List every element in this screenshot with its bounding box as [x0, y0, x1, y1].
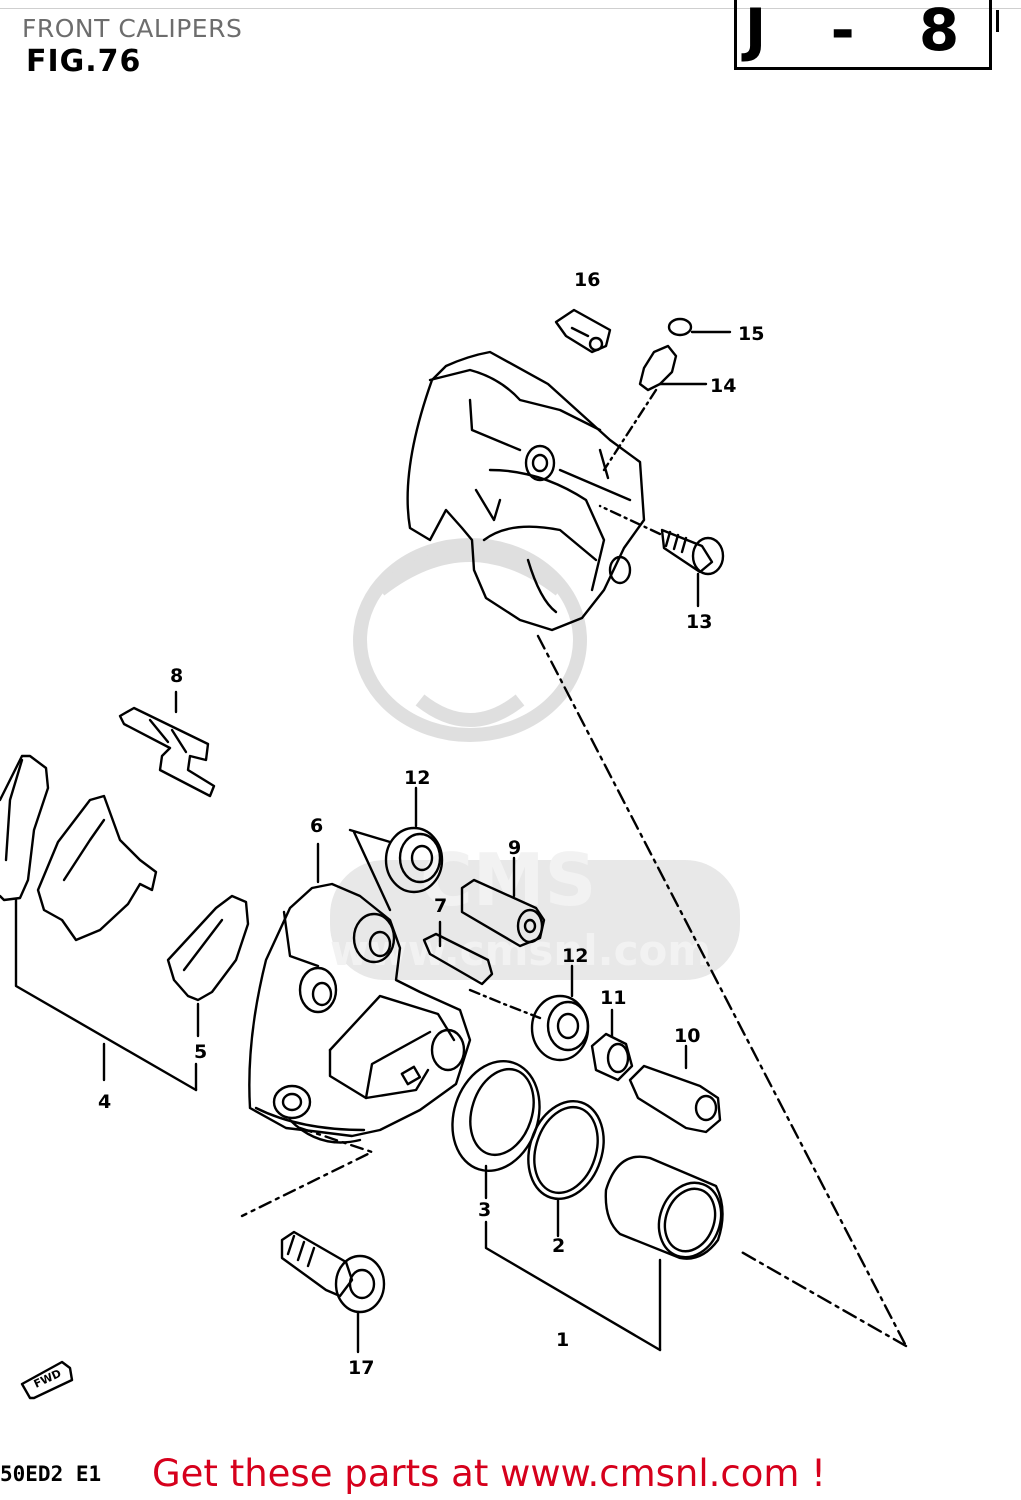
- callout-11: 11: [600, 987, 626, 1009]
- part-10-pin-bolt: [628, 1044, 722, 1134]
- part-7-pin: [422, 920, 494, 986]
- alignment-line-holder: [536, 634, 908, 1348]
- top-rule: [0, 8, 1021, 9]
- part-13-bolt: [598, 504, 725, 608]
- callout-6: 6: [310, 815, 323, 837]
- callout-5: 5: [194, 1041, 207, 1063]
- watermark-text: CMS: [420, 838, 596, 922]
- model-code: 50ED2 E1: [0, 1462, 102, 1486]
- part-12-seal-upper: [348, 786, 444, 912]
- reference-tick: [996, 10, 999, 32]
- part-9-sleeve: [460, 856, 546, 948]
- part-15-cap: [667, 317, 732, 337]
- callout-14: 14: [710, 375, 736, 397]
- part-5-shim: [166, 894, 250, 1038]
- part-11-boot: [590, 1008, 634, 1082]
- callout-16: 16: [574, 269, 600, 291]
- callout-8: 8: [170, 665, 183, 687]
- callout-13: 13: [686, 611, 712, 633]
- alignment-line-piston: [736, 1248, 908, 1348]
- callout-10: 10: [674, 1025, 700, 1047]
- cta-link[interactable]: Get these parts at www.cmsnl.com !: [152, 1452, 827, 1495]
- callout-9: 9: [508, 837, 521, 859]
- callout-15: 15: [738, 323, 764, 345]
- callout-12-upper: 12: [404, 767, 430, 789]
- callout-4: 4: [98, 1091, 111, 1113]
- callout-2: 2: [552, 1235, 565, 1257]
- part-16-pad-spring: [554, 308, 612, 354]
- page-title: FRONT CALIPERS: [22, 14, 243, 43]
- callout-17: 17: [348, 1357, 374, 1379]
- part-12-seal-lower: [468, 964, 590, 1062]
- callout-1: 1: [556, 1329, 569, 1351]
- part-2-piston-seal: [527, 1099, 605, 1238]
- callout-7: 7: [434, 895, 447, 917]
- part-4-brake-pads: [0, 754, 198, 1092]
- callout-12-lower: 12: [562, 945, 588, 967]
- fwd-arrow-icon: [20, 1360, 74, 1400]
- part-8-pad-spring: [118, 690, 216, 798]
- reference-box: J - 8: [734, 0, 992, 70]
- caliper-holder: [406, 350, 646, 632]
- part-6-caliper-body: [240, 842, 472, 1218]
- reference-code: J - 8: [744, 0, 982, 64]
- watermark-logo: [330, 538, 740, 980]
- figure-number: FIG.76: [26, 44, 142, 79]
- part-1-piston: [484, 1155, 724, 1352]
- part-17-bolt: [280, 1230, 386, 1354]
- part-14-bleeder: [602, 344, 708, 472]
- callout-3: 3: [478, 1199, 491, 1221]
